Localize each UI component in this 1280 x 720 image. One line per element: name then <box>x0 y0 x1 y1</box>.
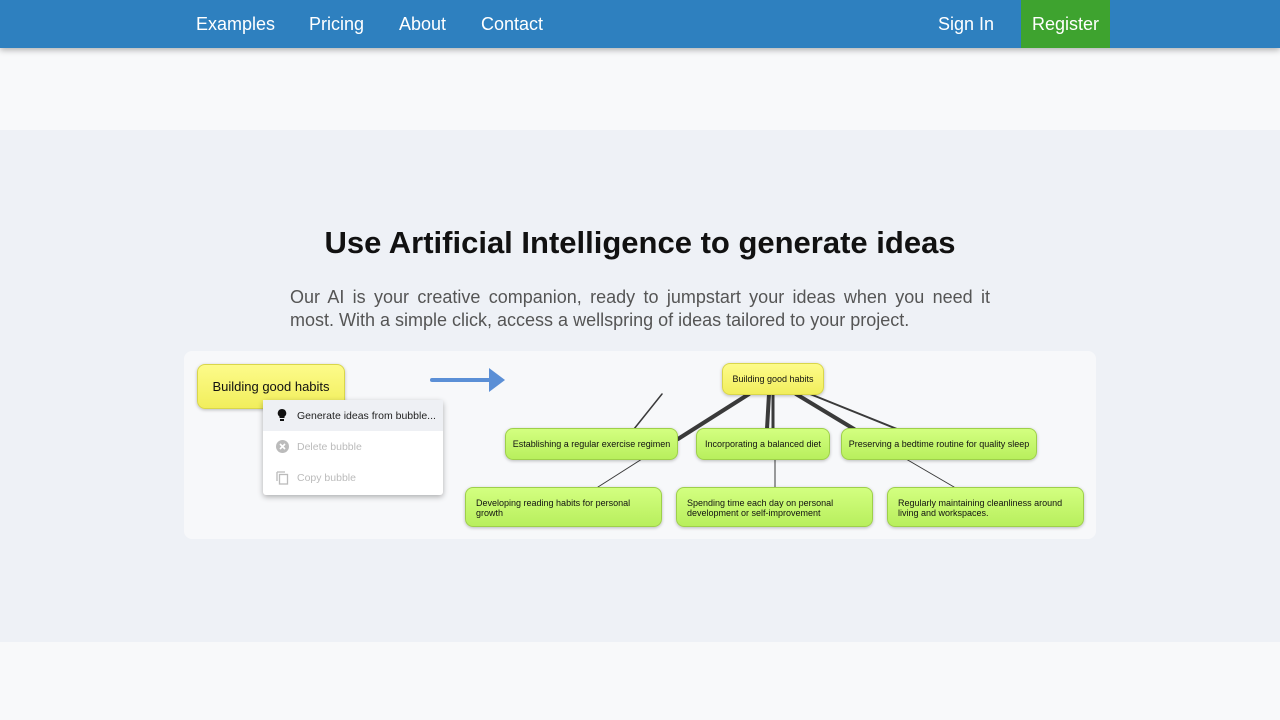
idea-bubble[interactable]: Incorporating a balanced diet <box>696 428 830 460</box>
delete-circle-icon <box>275 440 289 453</box>
lightbulb-icon <box>275 409 289 422</box>
idea-bubble[interactable]: Preserving a bedtime routine for quality… <box>841 428 1037 460</box>
menu-item-delete-bubble[interactable]: Delete bubble <box>263 431 443 462</box>
top-band <box>0 48 1280 130</box>
hero-subtitle: Our AI is your creative companion, ready… <box>290 287 990 330</box>
menu-item-copy-bubble[interactable]: Copy bubble <box>263 462 443 493</box>
demo-illustration: Building good habits Building good habit… <box>184 351 1096 539</box>
menu-item-label: Delete bubble <box>297 440 362 453</box>
arrow-icon <box>489 368 505 392</box>
idea-bubble[interactable]: Developing reading habits for personal g… <box>465 487 662 527</box>
nav-pricing[interactable]: Pricing <box>309 14 365 34</box>
page-title: Use Artificial Intelligence to generate … <box>324 225 956 260</box>
context-menu: Generate ideas from bubble... Delete bub… <box>263 400 443 495</box>
copy-icon <box>275 470 289 485</box>
nav-contact[interactable]: Contact <box>481 14 544 34</box>
register-button[interactable]: Register <box>1021 0 1111 48</box>
nav-about[interactable]: About <box>399 14 447 34</box>
sign-in-link[interactable]: Sign In <box>938 14 995 34</box>
idea-bubble[interactable]: Establishing a regular exercise regimen <box>505 428 678 460</box>
idea-bubble[interactable]: Spending time each day on personal devel… <box>676 487 873 527</box>
root-bubble[interactable]: Building good habits <box>722 363 824 395</box>
menu-item-generate-ideas[interactable]: Generate ideas from bubble... <box>263 400 443 431</box>
navbar: Examples Pricing About Contact Sign In R… <box>0 0 1280 48</box>
connector-lines <box>430 368 955 488</box>
nav-examples[interactable]: Examples <box>196 14 276 34</box>
menu-item-label: Generate ideas from bubble... <box>297 409 436 422</box>
bottom-band <box>0 642 1280 720</box>
idea-bubble[interactable]: Regularly maintaining cleanliness around… <box>887 487 1084 527</box>
menu-item-label: Copy bubble <box>297 471 356 484</box>
